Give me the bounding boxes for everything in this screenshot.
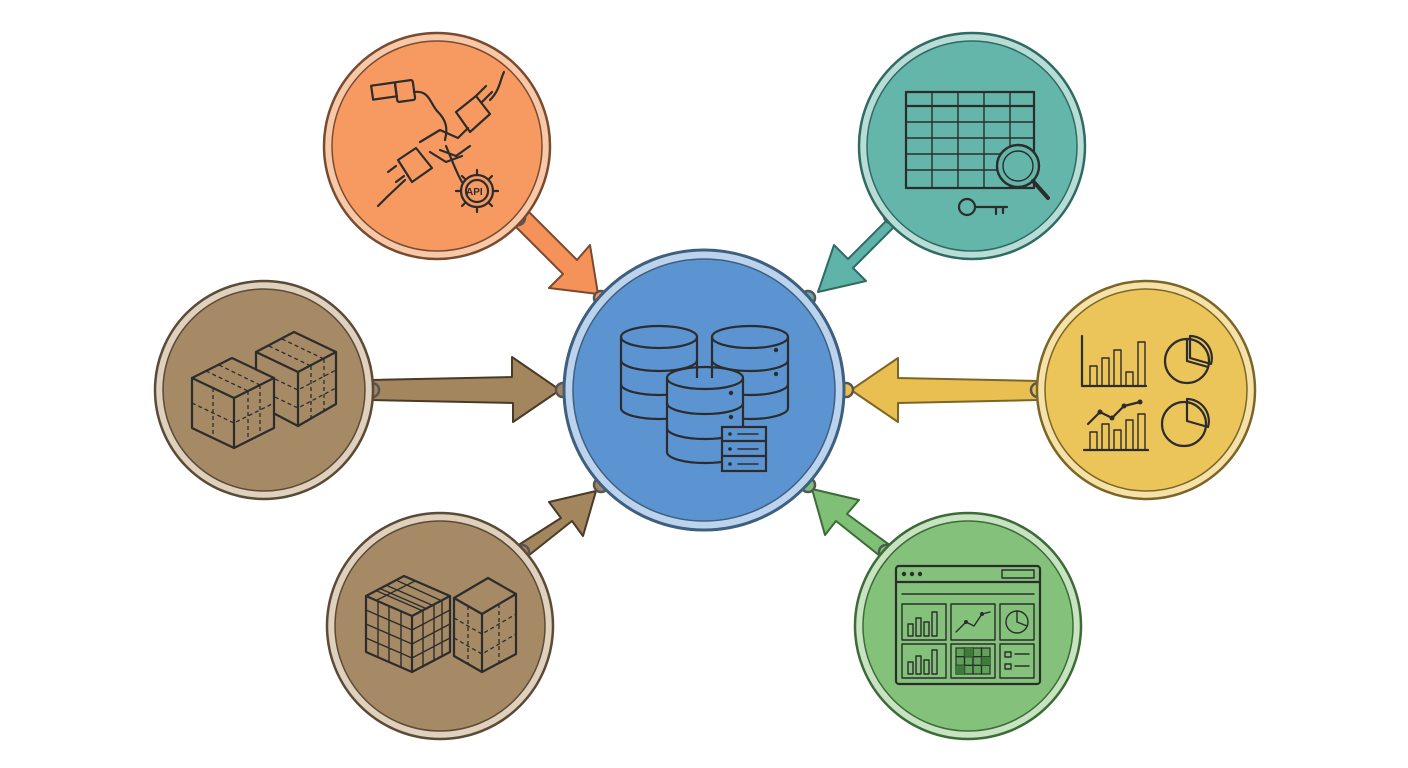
arrow-cubes-left-to-hub	[363, 356, 572, 423]
dashboard-window-icon	[894, 564, 1042, 686]
charts-icon	[1080, 334, 1213, 452]
arrow-charts-to-hub	[837, 357, 1047, 423]
node-data-blocks	[325, 511, 555, 741]
arrow-api-to-hub	[509, 209, 610, 307]
api-label: API	[466, 187, 483, 198]
api-connectors-icon: API	[370, 70, 506, 214]
data-blocks-icon	[364, 574, 518, 674]
node-dashboard	[853, 511, 1083, 741]
arrow-tables-to-hub	[799, 207, 902, 307]
node-data-cubes	[153, 279, 375, 501]
node-charts	[1035, 279, 1257, 501]
table-search-key-icon	[904, 90, 1050, 217]
arrow-dashboard-to-hub	[799, 476, 895, 561]
node-table-search	[857, 31, 1087, 261]
node-api-connectors: API	[322, 31, 552, 261]
data-cubes-icon	[190, 330, 338, 450]
central-data-warehouse	[562, 248, 846, 532]
database-cluster-icon	[619, 324, 790, 473]
arrow-cubes-bottom-to-hub	[513, 476, 610, 561]
